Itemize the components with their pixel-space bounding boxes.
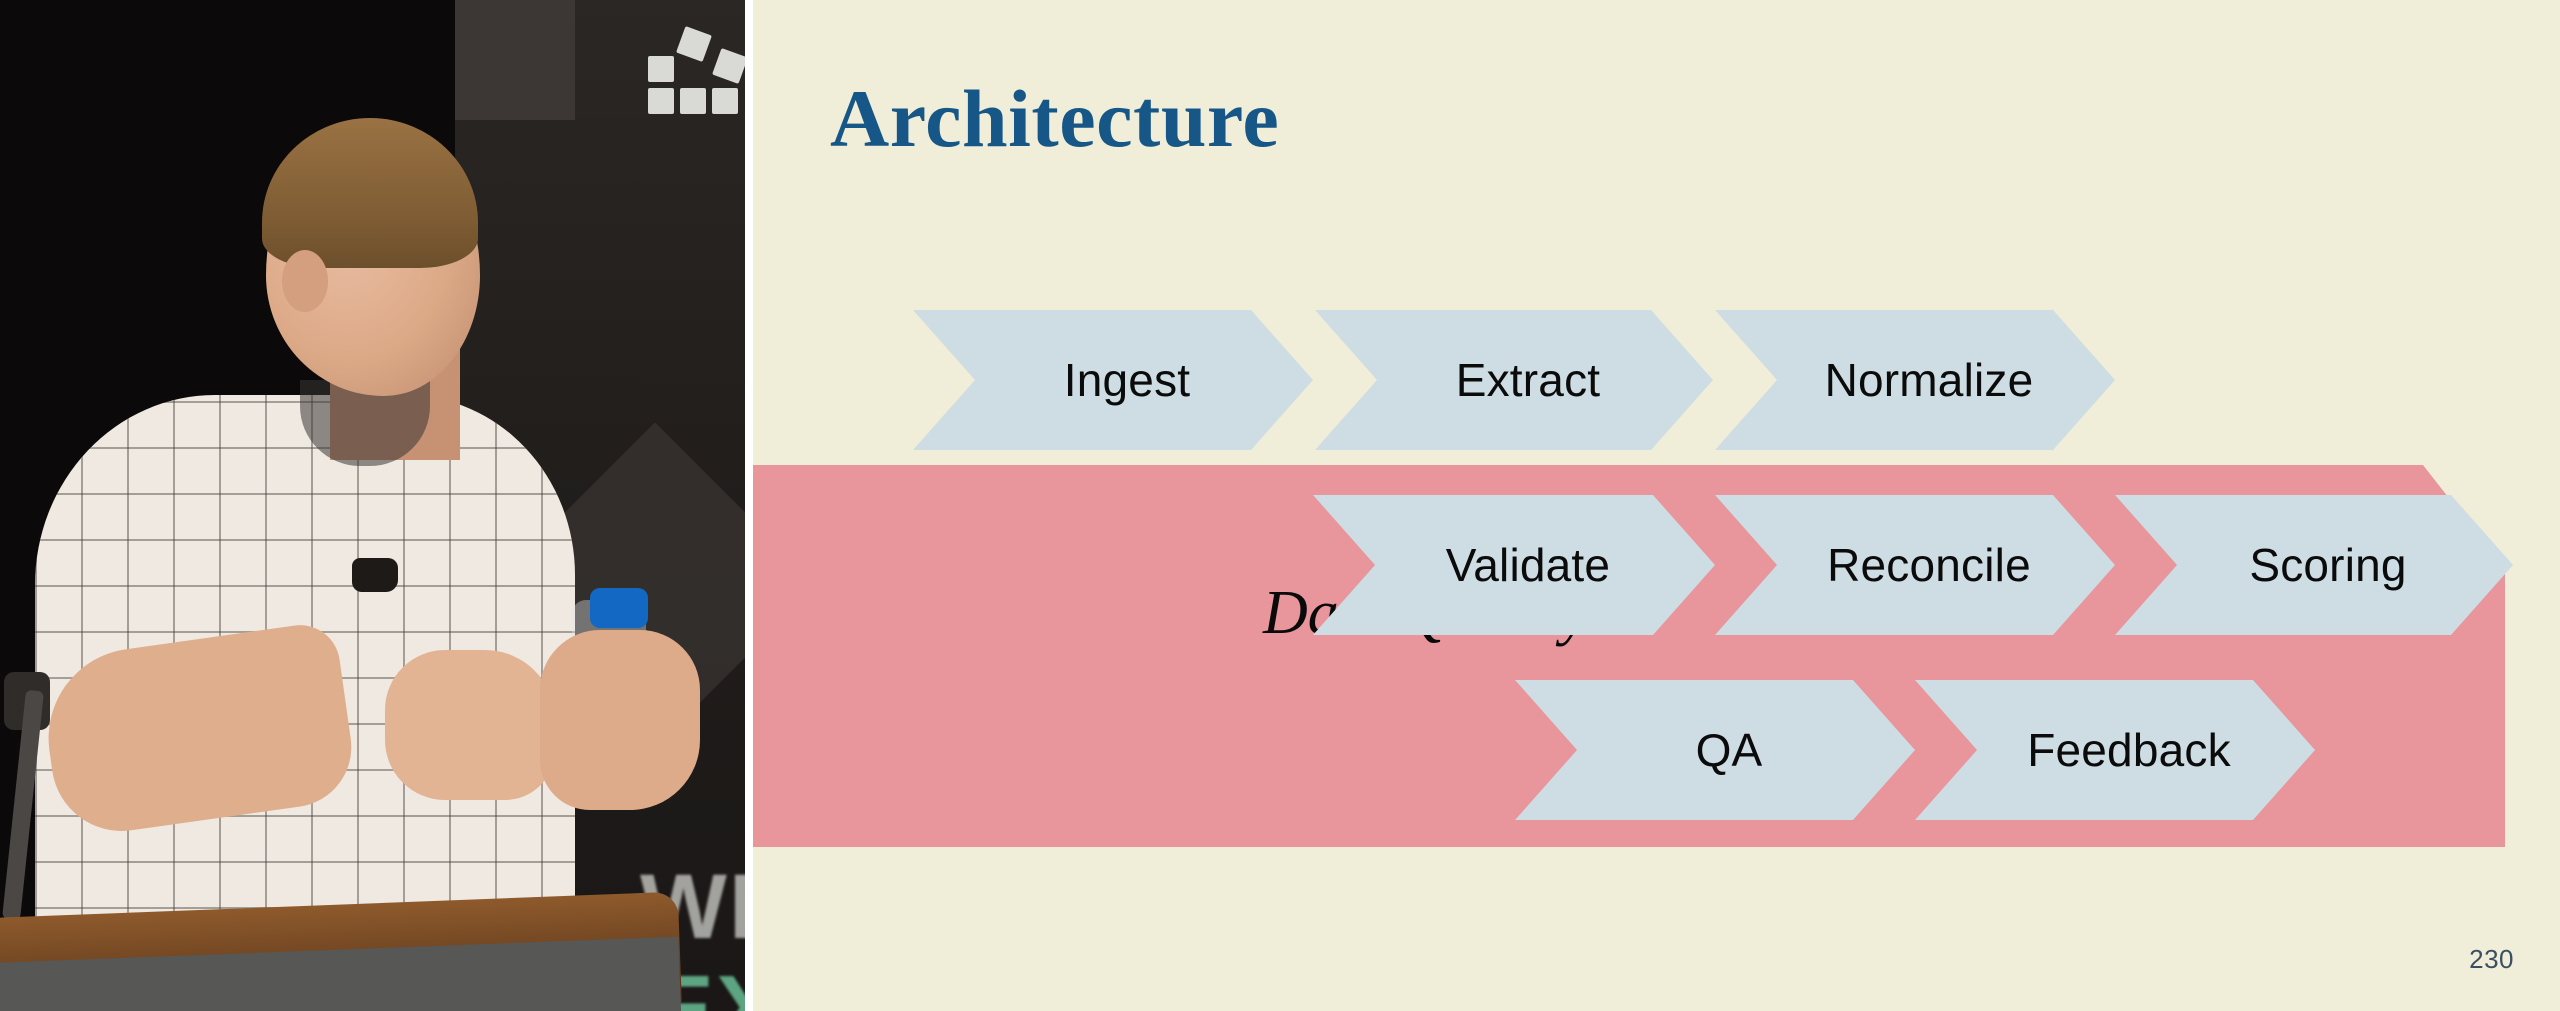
backdrop-logo-square <box>648 56 674 82</box>
speaker-ear <box>282 250 328 312</box>
pipeline-step-label: QA <box>1695 724 1763 776</box>
speaker-right-hand <box>540 630 700 810</box>
pipeline-step-extract[interactable]: Extract <box>1315 310 1713 450</box>
pipeline-step-label: Validate <box>1445 539 1611 591</box>
pipeline-step-feedback[interactable]: Feedback <box>1915 680 2315 820</box>
page-title: Architecture <box>830 73 1280 164</box>
speaker-lapel-mic-icon <box>352 558 398 592</box>
backdrop-logo-square <box>712 88 738 114</box>
backdrop-panel <box>455 0 575 120</box>
speaker-video-panel: WE EX <box>0 0 745 1011</box>
pipeline-step-label: Reconcile <box>1827 539 2031 591</box>
pipeline-step-label: Feedback <box>2027 724 2231 776</box>
pipeline-step-qa[interactable]: QA <box>1515 680 1915 820</box>
page-number: 230 <box>2469 944 2514 974</box>
pipeline-step-validate[interactable]: Validate <box>1313 495 1715 635</box>
panel-divider <box>745 0 753 1011</box>
pipeline-step-normalize[interactable]: Normalize <box>1715 310 2115 450</box>
pipeline-step-label: Ingest <box>1063 354 1191 406</box>
slide-canvas: Architecture Data Quality Ingest Extract… <box>753 0 2560 1011</box>
speaker-left-hand <box>385 650 555 800</box>
water-bottle-cap <box>590 588 648 628</box>
pipeline-step-ingest[interactable]: Ingest <box>913 310 1313 450</box>
pipeline-step-reconcile[interactable]: Reconcile <box>1715 495 2115 635</box>
speaker-hair <box>262 118 478 268</box>
backdrop-logo-square <box>648 88 674 114</box>
pipeline-step-label: Extract <box>1455 354 1601 406</box>
pipeline-step-label: Normalize <box>1824 354 2034 406</box>
pipeline-step-label: Scoring <box>2249 539 2407 591</box>
pipeline-step-scoring[interactable]: Scoring <box>2115 495 2513 635</box>
backdrop-logo-square <box>680 88 706 114</box>
